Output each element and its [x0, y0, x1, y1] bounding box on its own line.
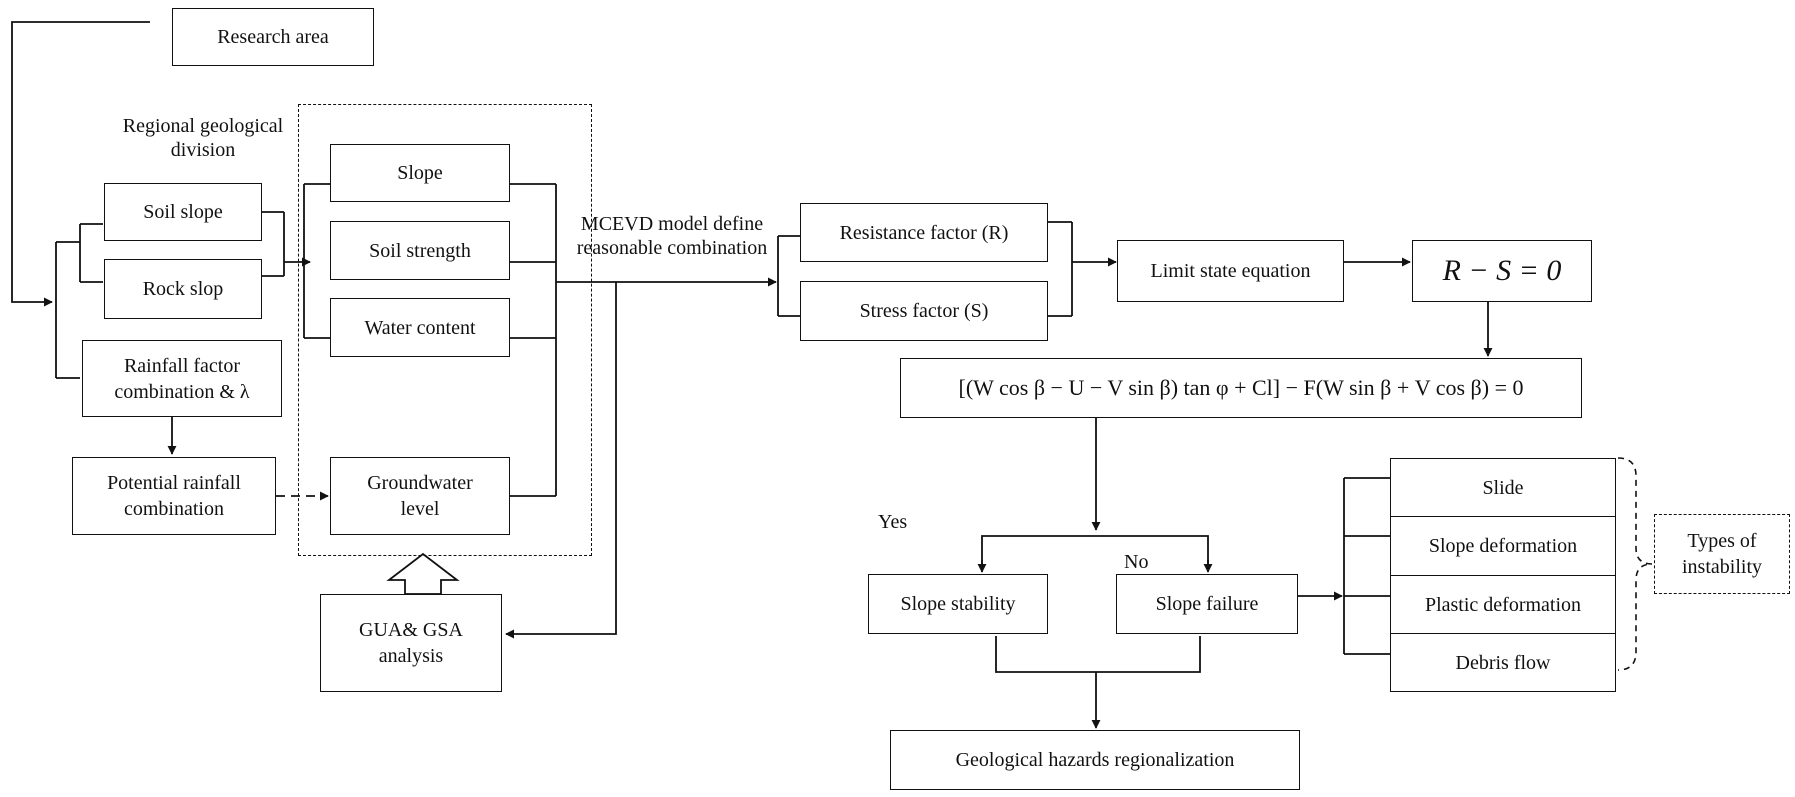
debris-flow-box: Debris flow — [1390, 633, 1616, 692]
no-label: No — [1124, 551, 1149, 573]
rainfall-factor-box: Rainfall factor combination & λ — [82, 340, 282, 417]
slide-box: Slide — [1390, 458, 1616, 517]
gua-gsa-box: GUA& GSA analysis — [320, 594, 502, 692]
equation-short-box: R − S = 0 — [1412, 240, 1592, 302]
factor-region-dashed — [298, 104, 592, 556]
soil-slope-box: Soil slope — [104, 183, 262, 241]
regional-division-label: Regional geological division — [122, 115, 284, 161]
soil-strength-box: Soil strength — [330, 221, 510, 280]
gua-up-hollow-arrow — [386, 552, 460, 595]
research-area-box: Research area — [172, 8, 374, 66]
groundwater-level-box: Groundwater level — [330, 457, 510, 535]
water-content-box: Water content — [330, 298, 510, 357]
plastic-deformation-box: Plastic deformation — [1390, 575, 1616, 634]
slope-deformation-box: Slope deformation — [1390, 516, 1616, 576]
slope-stability-box: Slope stability — [868, 574, 1048, 634]
yes-label: Yes — [878, 511, 908, 533]
research-to-inputs-line — [11, 21, 150, 307]
slope-failure-box: Slope failure — [1116, 574, 1298, 634]
research-area-label: Research area — [217, 26, 329, 48]
types-of-instability-box: Types of instability — [1654, 514, 1790, 594]
instability-brace — [1617, 457, 1653, 671]
equation-long-box: [(W cos β − U − V sin β) tan φ + Cl] − F… — [900, 358, 1582, 418]
feedback-to-gua-line — [505, 282, 617, 639]
mcevd-label: MCEVD model define reasonable combinatio… — [576, 213, 768, 259]
resistance-factor-box: Resistance factor (R) — [800, 203, 1048, 262]
geological-hazards-box: Geological hazards regionalization — [890, 730, 1300, 790]
stress-factor-box: Stress factor (S) — [800, 281, 1048, 341]
rock-slop-box: Rock slop — [104, 259, 262, 319]
slope-factor-box: Slope — [330, 144, 510, 202]
limit-state-box: Limit state equation — [1117, 240, 1344, 302]
potential-rainfall-box: Potential rainfall combination — [72, 457, 276, 535]
